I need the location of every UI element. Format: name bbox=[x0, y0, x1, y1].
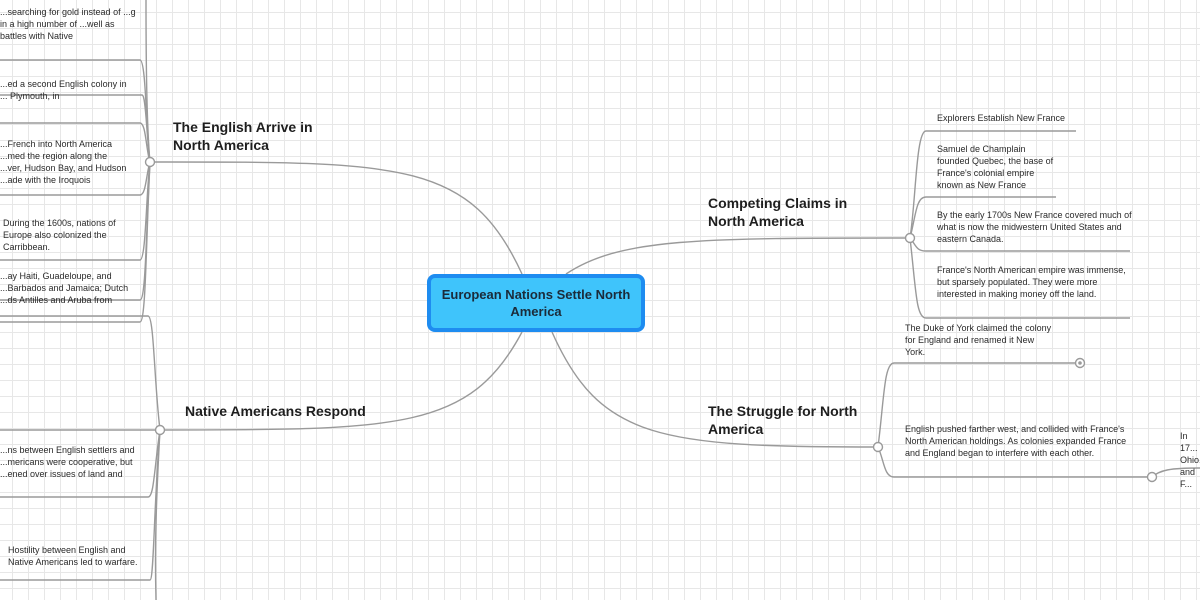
collapse-handle-native bbox=[154, 424, 166, 436]
subtopic-text: ...French into North America ...med the … bbox=[0, 139, 127, 185]
collapse-handle-claims bbox=[904, 232, 916, 244]
subtopic-struggle-2[interactable]: English pushed farther west, and collide… bbox=[905, 423, 1140, 459]
subtopic-text: The Duke of York claimed the colony for … bbox=[905, 323, 1052, 357]
link-central-struggle bbox=[551, 331, 879, 448]
subtopic-english-4[interactable]: During the 1600s, nations of Europe also… bbox=[3, 217, 133, 253]
subtopic-struggle-3[interactable]: In 17... Ohio... and F... bbox=[1180, 430, 1200, 490]
subtopic-text: Explorers Establish New France bbox=[937, 113, 1066, 123]
subtopic-text: Samuel de Champlain founded Quebec, the … bbox=[937, 144, 1054, 190]
collapse-handle-struggle bbox=[872, 441, 884, 453]
topic-label: Native Americans Respond bbox=[185, 403, 366, 419]
subtopic-native-1[interactable]: ...ns between English settlers and ...me… bbox=[0, 444, 140, 480]
central-topic[interactable]: European Nations Settle North America bbox=[427, 274, 645, 332]
subtopic-text: ...ed a second English colony in ... Ply… bbox=[0, 79, 127, 101]
topic-label: The Struggle for North America bbox=[708, 403, 858, 437]
subtopic-text: ...ay Haiti, Guadeloupe, and ...Barbados… bbox=[0, 271, 129, 305]
link-central-native bbox=[159, 331, 523, 431]
subtopic-english-1[interactable]: ...searching for gold instead of ...g in… bbox=[0, 6, 140, 42]
link-central-english bbox=[149, 161, 523, 275]
link-central-claims bbox=[565, 237, 911, 275]
subtopic-text: By the early 1700s New France covered mu… bbox=[937, 210, 1132, 244]
topic-label: Competing Claims in North America bbox=[708, 195, 848, 229]
topic-label: The English Arrive in North America bbox=[173, 119, 313, 153]
subtopic-claims-3[interactable]: By the early 1700s New France covered mu… bbox=[937, 209, 1132, 245]
subtopic-text: Hostility between English and Native Ame… bbox=[8, 545, 138, 567]
topic-native-americans-respond[interactable]: Native Americans Respond bbox=[185, 402, 366, 420]
collapse-handle-english bbox=[144, 156, 156, 168]
subtopic-text: ...searching for gold instead of ...g in… bbox=[0, 7, 136, 41]
collapse-handle-west bbox=[1146, 471, 1158, 483]
subtopic-claims-1[interactable]: Explorers Establish New France bbox=[937, 112, 1065, 124]
subtopic-english-2[interactable]: ...ed a second English colony in ... Ply… bbox=[0, 78, 130, 102]
subtopic-english-5[interactable]: ...ay Haiti, Guadeloupe, and ...Barbados… bbox=[0, 270, 135, 306]
topic-english-arrive[interactable]: The English Arrive in North America bbox=[173, 118, 353, 154]
subtopic-native-2[interactable]: Hostility between English and Native Ame… bbox=[8, 544, 138, 568]
subtopic-claims-4[interactable]: France's North American empire was immen… bbox=[937, 264, 1132, 300]
subtopic-text: English pushed farther west, and collide… bbox=[905, 424, 1127, 458]
subtopic-text: France's North American empire was immen… bbox=[937, 265, 1126, 299]
subtopic-struggle-1[interactable]: The Duke of York claimed the colony for … bbox=[905, 322, 1055, 358]
subtopic-text: ...ns between English settlers and ...me… bbox=[0, 445, 135, 479]
subtopic-text: In 17... Ohio... and F... bbox=[1180, 431, 1200, 489]
subtopic-text: During the 1600s, nations of Europe also… bbox=[3, 218, 116, 252]
central-topic-label: European Nations Settle North America bbox=[441, 287, 631, 319]
subtopic-english-3[interactable]: ...French into North America ...med the … bbox=[0, 138, 130, 186]
topic-struggle-north-america[interactable]: The Struggle for North America bbox=[708, 402, 868, 438]
subtopic-claims-2[interactable]: Samuel de Champlain founded Quebec, the … bbox=[937, 143, 1055, 191]
topic-competing-claims[interactable]: Competing Claims in North America bbox=[708, 194, 888, 230]
